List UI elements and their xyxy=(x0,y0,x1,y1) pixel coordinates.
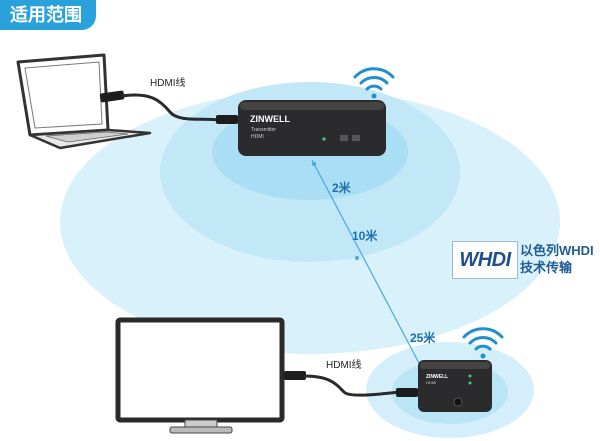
whdi-description: 以色列WHDI 技术传输 xyxy=(520,242,594,276)
hdmi-cable-bottom xyxy=(284,371,418,397)
distance-line xyxy=(311,159,421,366)
cable-label-top: HDMI线 xyxy=(150,76,186,89)
distance-label-25m: 25米 xyxy=(410,330,436,345)
transmitter-brand: ZINWELL xyxy=(250,114,290,124)
receiver: ZINWELL HDMI xyxy=(418,360,492,412)
wifi-icon xyxy=(462,327,504,359)
whdi-line-2: 技术传输 xyxy=(520,260,573,275)
transmitter: ZINWELL Transmitter HDMI xyxy=(238,100,386,156)
transmitter-tag: HDMI xyxy=(251,134,264,140)
page-title: 适用范围 xyxy=(0,0,96,30)
whdi-logo: WHDI xyxy=(452,241,518,279)
laptop xyxy=(16,53,152,150)
whdi-line-1: 以色列WHDI xyxy=(520,243,594,258)
wifi-icon xyxy=(353,67,395,99)
tv-monitor xyxy=(115,317,285,434)
whdi-logo-text: WHDI xyxy=(459,248,511,271)
receiver-brand: ZINWELL xyxy=(426,374,448,380)
distance-label-2m: 2米 xyxy=(332,180,352,195)
distance-label-10m: 10米 xyxy=(352,228,378,243)
receiver-tag: HDMI xyxy=(426,380,436,385)
transmitter-model: Transmitter xyxy=(251,127,276,133)
cable-label-bottom: HDMI线 xyxy=(326,358,362,371)
hdmi-cable-top xyxy=(99,90,238,124)
